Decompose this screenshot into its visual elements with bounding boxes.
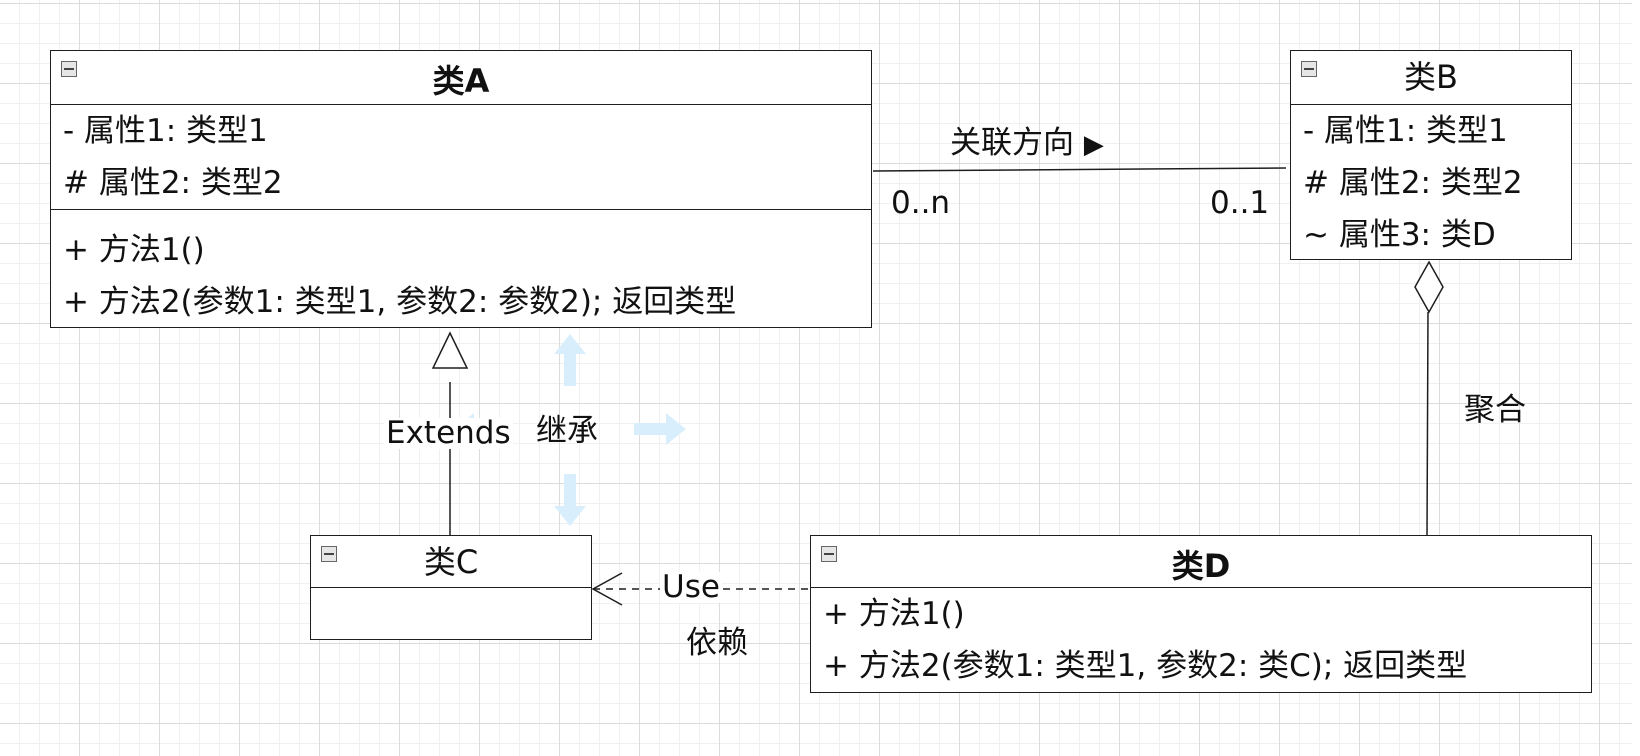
class-c[interactable]: 类C (310, 535, 592, 640)
class-d-method-1[interactable]: + 方法1() (823, 596, 965, 632)
class-d-name: 类D (1171, 547, 1231, 585)
collapse-icon[interactable] (821, 546, 837, 562)
aggregation-diamond-arrowhead (1414, 260, 1444, 314)
collapse-icon[interactable] (321, 546, 337, 562)
class-b-attribute-3[interactable]: ~ 属性3: 类D (1303, 217, 1496, 253)
class-a[interactable]: 类A - 属性1: 类型1 # 属性2: 类型2 + 方法1() + 方法2(参… (50, 50, 872, 328)
aggregation-label[interactable]: 聚合 (1464, 392, 1526, 428)
class-d[interactable]: 类D + 方法1() + 方法2(参数1: 类型1, 参数2: 类C); 返回类… (810, 535, 1592, 693)
class-d-methods: + 方法1() + 方法2(参数1: 类型1, 参数2: 类C); 返回类型 (811, 588, 1591, 692)
hint-arrow-up-icon[interactable] (554, 334, 586, 386)
class-d-header[interactable]: 类D (811, 536, 1591, 588)
multiplicity-a[interactable]: 0..n (891, 185, 951, 221)
dependency-open-arrowhead (591, 572, 623, 606)
inheritance-triangle-arrowhead (431, 331, 469, 369)
inheritance-label-en[interactable]: Extends (384, 415, 513, 451)
hint-arrow-right-icon[interactable] (634, 413, 686, 445)
collapse-icon[interactable] (1301, 61, 1317, 77)
association-line[interactable] (872, 167, 1287, 172)
association-label-text: 关联方向 (950, 125, 1074, 161)
class-b-attribute-2[interactable]: # 属性2: 类型2 (1303, 165, 1523, 201)
class-c-name: 类C (423, 543, 479, 581)
class-a-attribute-1[interactable]: - 属性1: 类型1 (63, 113, 268, 149)
hint-arrow-down-icon[interactable] (554, 474, 586, 526)
class-b-name: 类B (1404, 58, 1458, 96)
class-b-header[interactable]: 类B (1291, 51, 1571, 105)
multiplicity-b[interactable]: 0..1 (1210, 185, 1270, 221)
collapse-icon[interactable] (61, 61, 77, 77)
class-a-method-2[interactable]: + 方法2(参数1: 类型1, 参数2: 参数2); 返回类型 (63, 284, 737, 320)
association-label[interactable]: 关联方向 ▶ (950, 128, 1104, 159)
dependency-label-cn[interactable]: 依赖 (686, 625, 748, 661)
inheritance-label-cn[interactable]: 继承 (536, 413, 598, 449)
canvas-right-edge (1632, 0, 1640, 756)
class-a-method-1[interactable]: + 方法1() (63, 232, 205, 268)
class-a-attributes: - 属性1: 类型1 # 属性2: 类型2 (51, 105, 871, 209)
class-b[interactable]: 类B - 属性1: 类型1 # 属性2: 类型2 ~ 属性3: 类D (1290, 50, 1572, 260)
class-a-methods: + 方法1() + 方法2(参数1: 类型1, 参数2: 参数2); 返回类型 (51, 209, 871, 328)
class-d-method-2[interactable]: + 方法2(参数1: 类型1, 参数2: 类C); 返回类型 (823, 648, 1468, 684)
class-c-header[interactable]: 类C (311, 536, 591, 588)
aggregation-line[interactable] (1426, 311, 1429, 537)
class-a-attribute-2[interactable]: # 属性2: 类型2 (63, 165, 283, 201)
class-b-attribute-1[interactable]: - 属性1: 类型1 (1303, 113, 1508, 149)
direction-triangle-icon: ▶ (1083, 130, 1104, 160)
class-a-header[interactable]: 类A (51, 51, 871, 105)
class-b-attributes: - 属性1: 类型1 # 属性2: 类型2 ~ 属性3: 类D (1291, 105, 1571, 261)
dependency-label-en[interactable]: Use (660, 569, 722, 605)
class-a-name: 类A (432, 62, 490, 100)
